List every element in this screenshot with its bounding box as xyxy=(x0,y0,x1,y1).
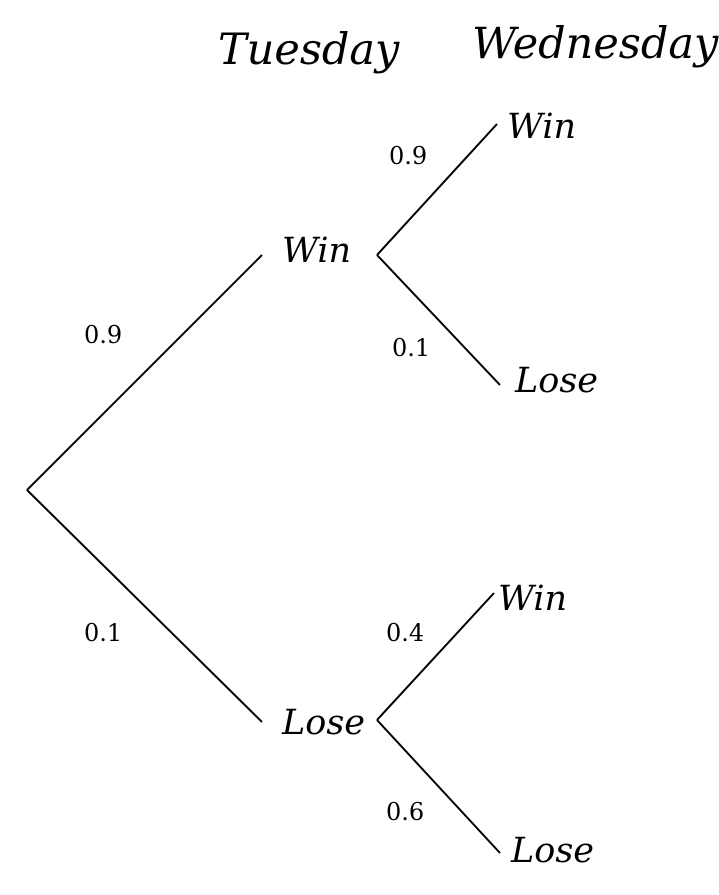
header-tuesday: Tuesday xyxy=(218,25,400,75)
node-wednesday-lose-after-lose: Lose xyxy=(510,831,594,871)
prob-wednesday-lose-after-lose: 0.6 xyxy=(386,798,424,826)
branch-tuesday-win-to-wednesday-lose xyxy=(376,254,501,386)
node-wednesday-lose-after-win: Lose xyxy=(514,361,598,401)
node-wednesday-win-after-win: Win xyxy=(507,107,576,147)
node-tuesday-win: Win xyxy=(282,231,351,271)
prob-wednesday-win-after-win: 0.9 xyxy=(389,142,427,170)
header-wednesday: Wednesday xyxy=(472,19,719,69)
branch-tuesday-lose-to-wednesday-win xyxy=(376,592,495,721)
branch-tuesday-lose-to-wednesday-lose xyxy=(376,719,501,854)
prob-wednesday-lose-after-win: 0.1 xyxy=(392,334,430,362)
branch-root-to-tuesday-lose xyxy=(26,489,263,723)
branch-root-to-tuesday-win xyxy=(26,254,263,491)
branch-tuesday-win-to-wednesday-win xyxy=(376,123,498,256)
node-wednesday-win-after-lose: Win xyxy=(498,579,567,619)
node-tuesday-lose: Lose xyxy=(281,703,365,743)
prob-tuesday-win: 0.9 xyxy=(84,321,122,349)
prob-wednesday-win-after-lose: 0.4 xyxy=(386,619,424,647)
prob-tuesday-lose: 0.1 xyxy=(84,619,122,647)
